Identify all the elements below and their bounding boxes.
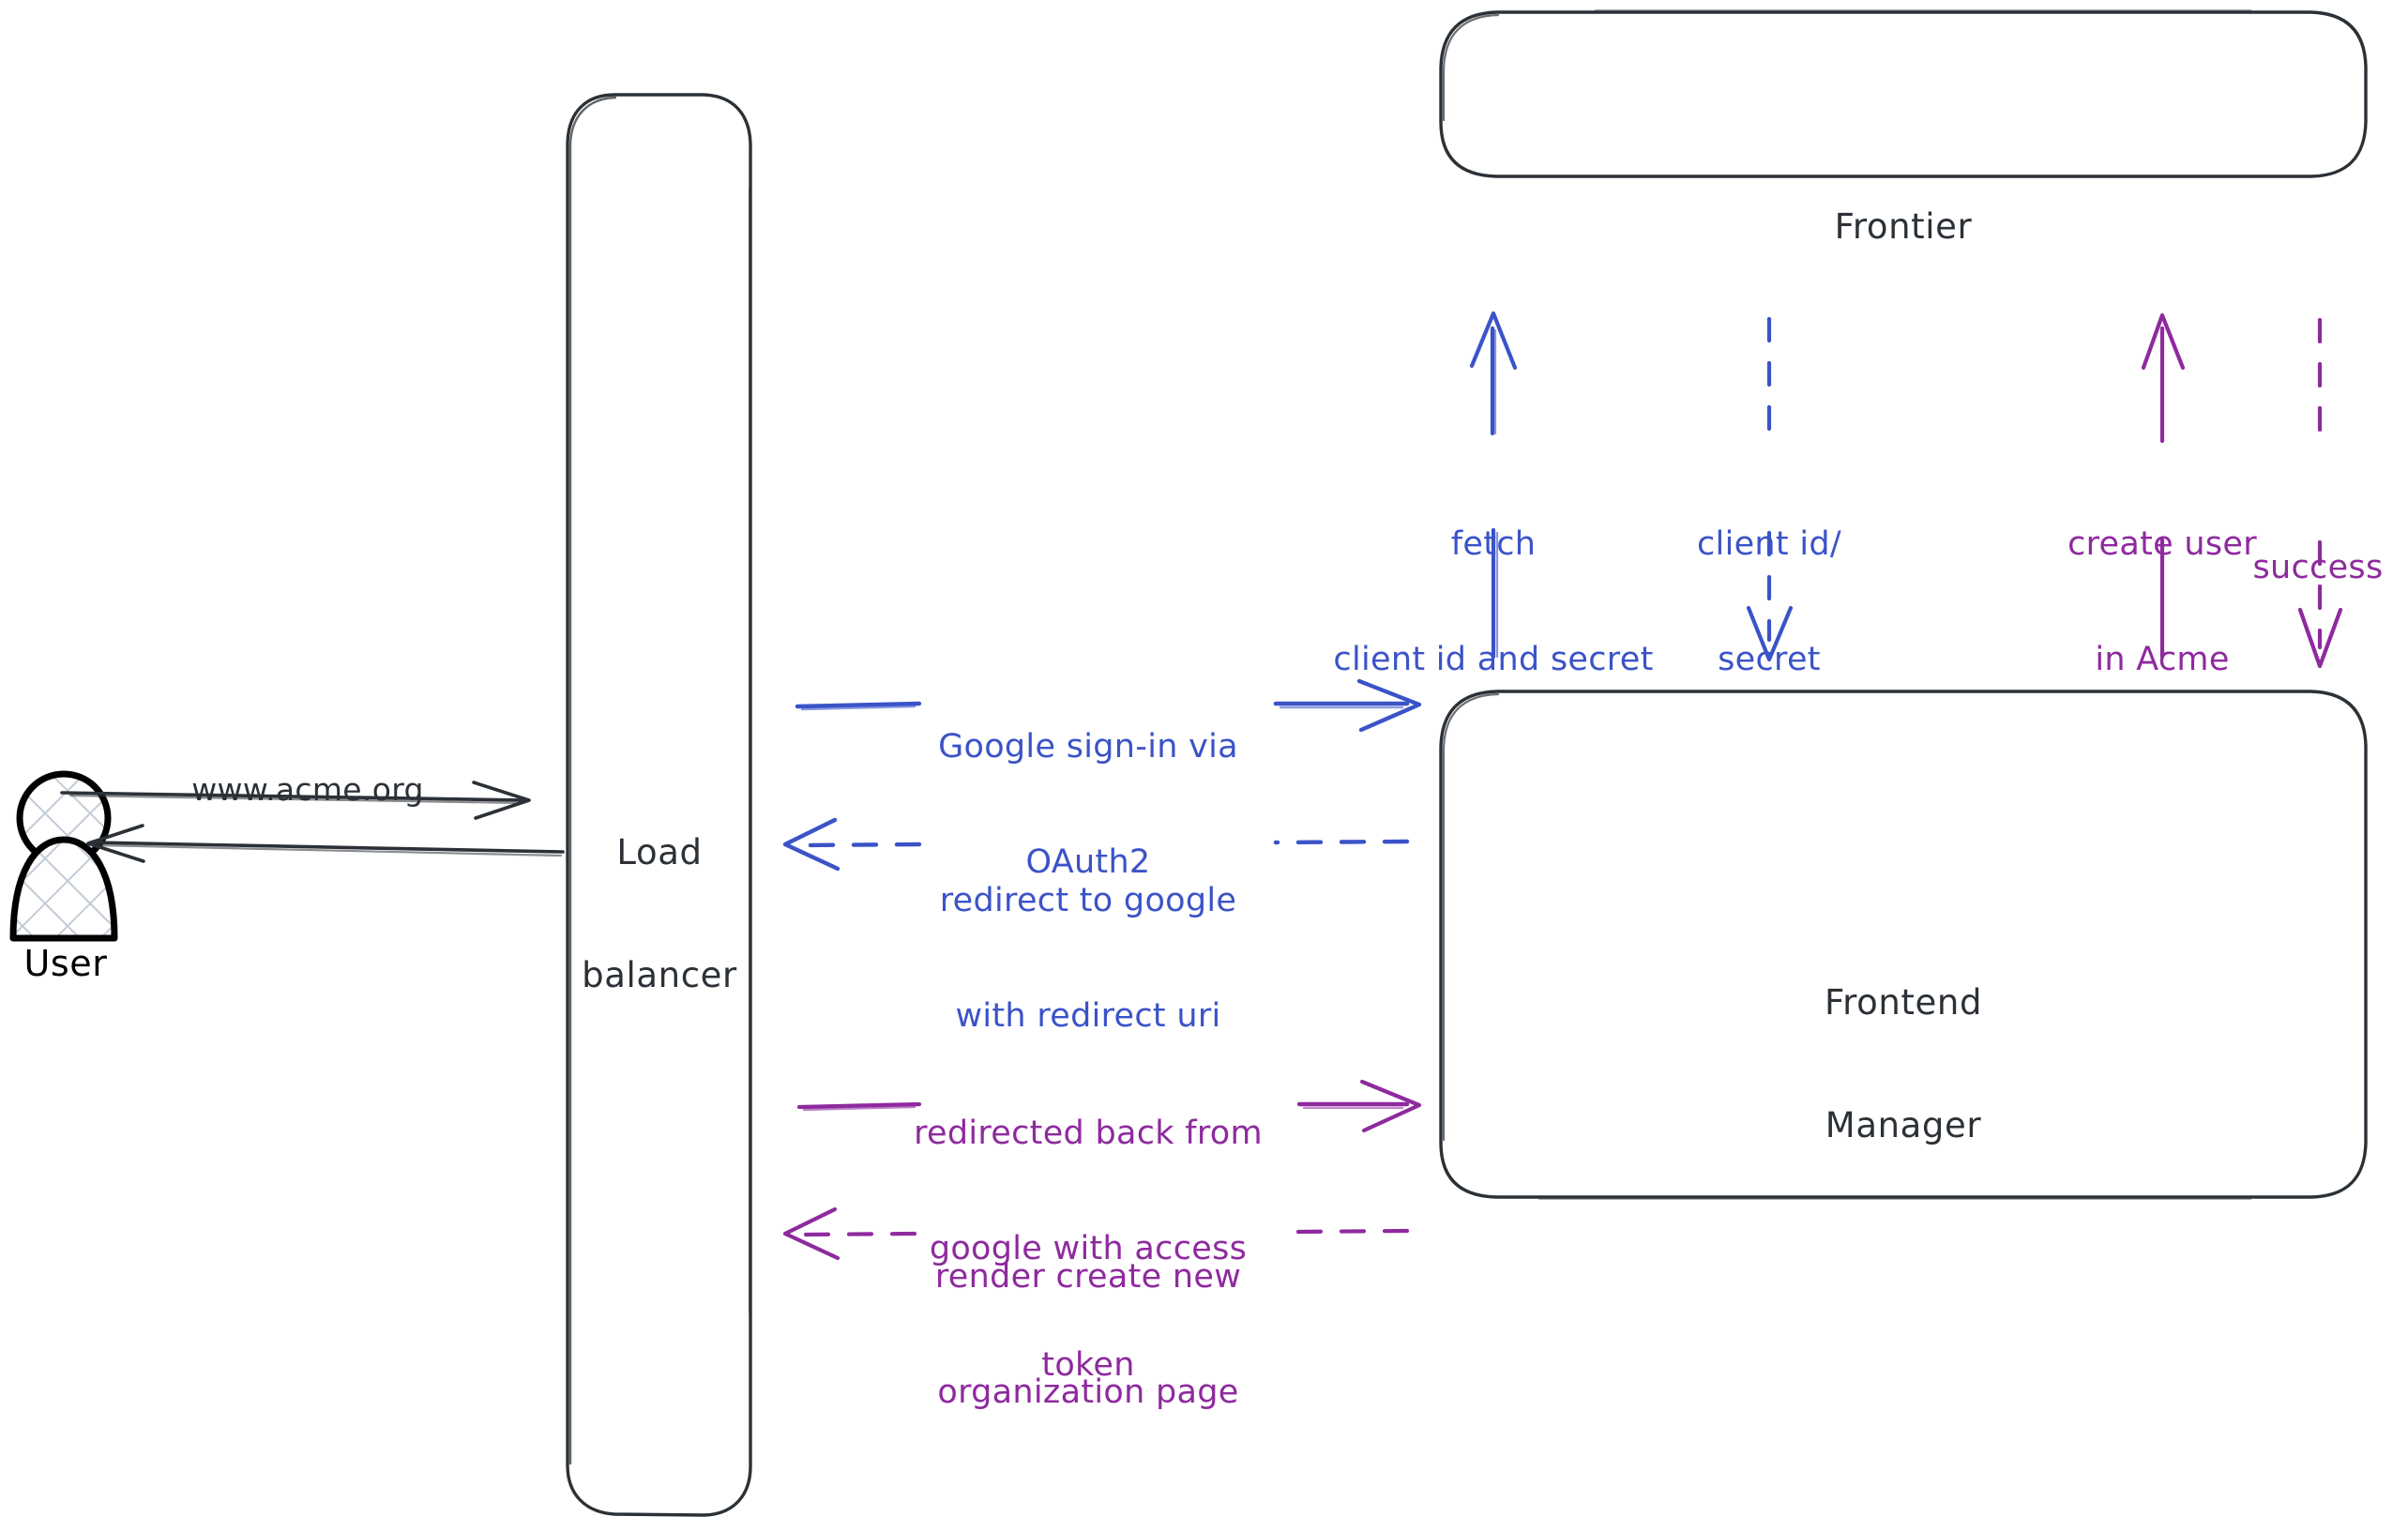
person-icon: [9, 770, 118, 942]
node-frontend-manager[interactable]: [1439, 690, 2368, 1200]
edge-lb-to-fm-signin[interactable]: [795, 678, 1422, 733]
edge-fm-to-frontier-create[interactable]: [2141, 312, 2186, 660]
edge-fm-to-frontier-fetch[interactable]: [1469, 311, 1518, 660]
edge-fm-to-lb-redirect[interactable]: [782, 817, 1410, 872]
edge-frontier-to-fm-success[interactable]: [2297, 317, 2343, 669]
node-frontier[interactable]: [1439, 9, 2368, 178]
edge-user-to-lb[interactable]: [60, 781, 531, 820]
edge-lb-to-user[interactable]: [86, 824, 565, 863]
node-load-balancer[interactable]: [566, 93, 752, 1517]
edge-frontier-to-fm-creds[interactable]: [1746, 316, 1794, 662]
edge-fm-to-lb-render[interactable]: [782, 1206, 1410, 1261]
edge-lb-to-fm-token[interactable]: [796, 1079, 1422, 1133]
